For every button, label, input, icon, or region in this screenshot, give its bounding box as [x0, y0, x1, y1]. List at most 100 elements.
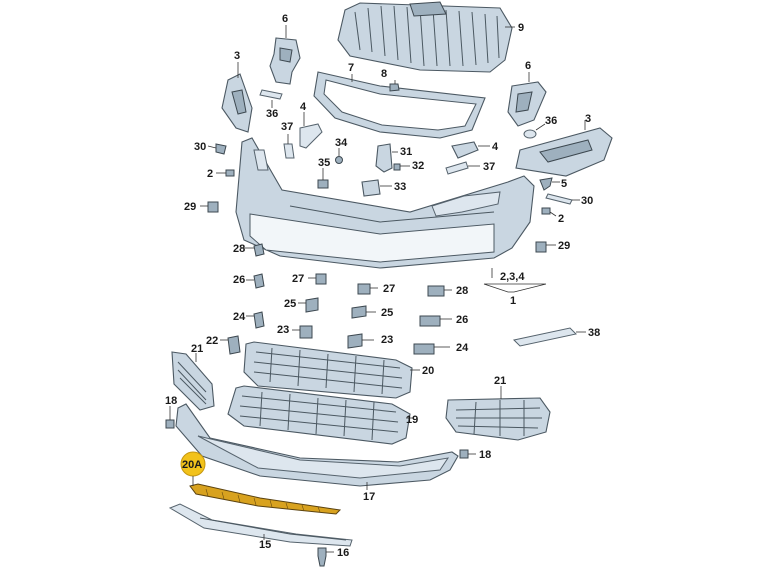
callout-3-right: 3 [585, 113, 591, 125]
part-36-clip-right [523, 129, 537, 139]
part-36-rod-left [259, 89, 283, 100]
part-22-clip [227, 335, 241, 355]
callout-4-right: 4 [492, 141, 499, 153]
part-20-lower-grille-upper [243, 341, 413, 399]
callout-25-right: 25 [381, 307, 393, 319]
part-8-clip [389, 83, 400, 92]
part-21-side-grille-right [445, 397, 551, 441]
callout-20a: 20A [182, 459, 202, 471]
part-2-clip-left [225, 169, 235, 177]
part-6-bracket-right [507, 81, 547, 127]
callout-34: 34 [335, 137, 348, 149]
callout-22: 22 [206, 335, 218, 347]
part-3-bracket-right [515, 127, 613, 177]
part-25-clip-right [351, 305, 367, 319]
part-25-clip-left [305, 297, 319, 313]
part-29-clip-right [535, 241, 547, 253]
part-16-screw [317, 547, 327, 567]
part-33-cap [361, 179, 381, 197]
callout-6-left: 6 [282, 13, 288, 25]
part-17-lower-spoiler [175, 403, 459, 487]
callout-36-left: 36 [266, 108, 278, 120]
callout-2-3-4: 2,3,4 [500, 271, 525, 283]
part-24-clip-left [253, 311, 265, 329]
part-28-clip-right [427, 285, 445, 297]
callout-18-left: 18 [165, 395, 177, 407]
callout-20: 20 [422, 365, 434, 377]
callout-5: 5 [561, 178, 567, 190]
callout-8: 8 [381, 68, 387, 80]
callout-29-left: 29 [184, 201, 196, 213]
part-18-clip-right [459, 449, 469, 459]
callout-2-left: 2 [207, 168, 213, 180]
callout-16: 16 [337, 547, 349, 559]
part-27-clip-right [357, 283, 371, 295]
part-35-clip [317, 179, 329, 189]
part-27-clip-left [315, 273, 327, 285]
callout-24-right: 24 [456, 342, 469, 354]
callout-15: 15 [259, 539, 271, 551]
callout-30-left: 30 [194, 141, 206, 153]
part-23-clip-left [299, 325, 313, 339]
part-24-clip-right [413, 343, 435, 355]
part-34-clip [335, 156, 343, 164]
callout-24-left: 24 [233, 311, 246, 323]
callout-19: 19 [406, 414, 418, 426]
part-18-clip-left [165, 419, 175, 429]
part-15-lower-trim [168, 503, 353, 547]
callout-2-right: 2 [558, 213, 564, 225]
part-30-pin-right [545, 193, 573, 205]
callout-18-right: 18 [479, 449, 491, 461]
part-30-clip-left [215, 143, 227, 155]
part-4-bracket-left [299, 123, 323, 149]
callout-31: 31 [400, 146, 412, 158]
callout-21-left: 21 [191, 343, 203, 355]
callout-27-right: 27 [383, 283, 395, 295]
part-28-clip-left [253, 243, 265, 257]
callout-26-right: 26 [456, 314, 468, 326]
part-20a-trim-strip-highlighted [189, 483, 342, 515]
part-37-strip-right [445, 161, 469, 175]
part-31-bracket [375, 143, 393, 173]
callout-37-right: 37 [483, 161, 495, 173]
callout-25-left: 25 [284, 298, 296, 310]
part-38-trim-strip [512, 327, 578, 347]
part-1-bumper-cover [235, 137, 535, 269]
callout-33: 33 [394, 181, 406, 193]
callout-27-left: 27 [292, 273, 304, 285]
callout-32: 32 [412, 160, 424, 172]
part-26-clip-right [419, 315, 441, 327]
callout-9: 9 [518, 22, 524, 34]
callout-3-left: 3 [234, 50, 240, 62]
part-3-bracket-left [221, 73, 253, 133]
part-6-bracket-left [269, 37, 301, 85]
part-26-clip-left [253, 273, 265, 289]
callout-21-right: 21 [494, 375, 506, 387]
callout-4-left: 4 [300, 101, 307, 113]
part-4-bracket-right [451, 141, 479, 159]
callout-30-right: 30 [581, 195, 593, 207]
callout-7: 7 [348, 62, 354, 74]
callout-29-right: 29 [558, 240, 570, 252]
callout-37-left: 37 [281, 121, 293, 133]
callout-1: 1 [510, 295, 516, 307]
part-5-clip [539, 177, 553, 191]
part-19-lower-grille [227, 385, 411, 445]
part-37-small-left [283, 143, 295, 159]
callout-36-right: 36 [545, 115, 557, 127]
callout-6-right: 6 [525, 60, 531, 72]
callout-23-left: 23 [277, 324, 289, 336]
part-2-clip-right [541, 207, 551, 215]
callout-28-right: 28 [456, 285, 468, 297]
callout-23-right: 23 [381, 334, 393, 346]
callout-26-left: 26 [233, 274, 245, 286]
part-9-radiator-grille [337, 1, 513, 73]
part-32-clip [393, 163, 401, 171]
callout-17: 17 [363, 491, 375, 503]
callout-28-left: 28 [233, 243, 245, 255]
part-7-grille-frame [313, 71, 486, 139]
part-29-clip-left [207, 201, 219, 213]
callout-35: 35 [318, 157, 330, 169]
callout-38: 38 [588, 327, 600, 339]
